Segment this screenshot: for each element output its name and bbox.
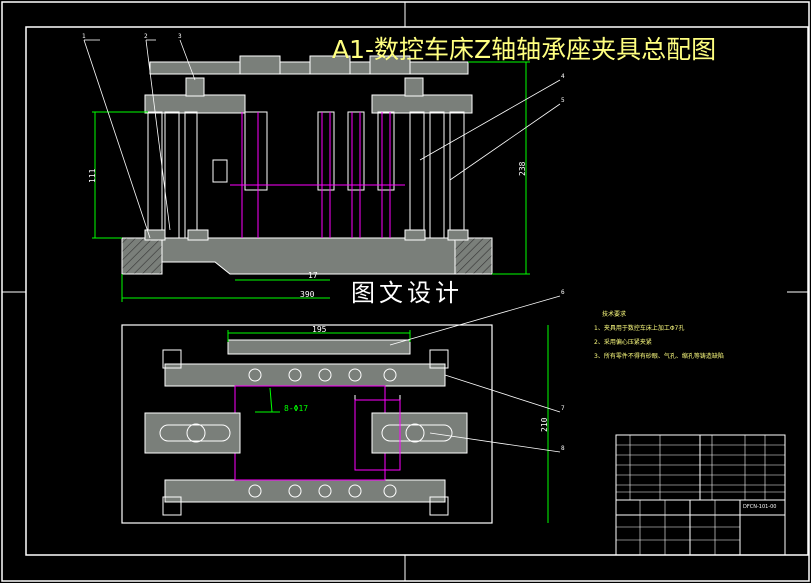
callout-6: 6 <box>561 289 565 296</box>
plan-outline <box>121 324 493 524</box>
right-clamp-slot <box>371 412 468 454</box>
callout-8: 8 <box>561 445 565 452</box>
callout-4: 4 <box>561 73 565 80</box>
callout-1: 1 <box>82 33 86 40</box>
dim-hole-spec: 8-Φ17 <box>284 404 309 413</box>
note-item: 3、所有零件不得有砂眼、气孔、缩孔等铸造缺陷 <box>594 353 724 360</box>
title-block <box>615 434 786 556</box>
drawing-frame <box>25 26 809 556</box>
plan-rail-top <box>164 363 446 387</box>
dim-width-total: 390 <box>300 290 315 299</box>
callout-5: 5 <box>561 97 565 104</box>
plan-rail-bottom <box>164 479 446 503</box>
watermark-label: 图文设计 <box>330 276 484 310</box>
left-upper-block <box>144 94 246 114</box>
dim-plan-height: 210 <box>540 417 549 432</box>
front-view <box>83 39 561 302</box>
dim-top-width: 195 <box>312 325 327 334</box>
base-section-right <box>454 237 493 275</box>
notes-heading: 技术要求 <box>602 311 627 318</box>
drawing-title: A1-数控车床Z轴轴承座夹具总配图 <box>332 35 717 64</box>
plan-view <box>121 295 561 524</box>
base-plate <box>121 237 493 275</box>
right-upper-block <box>371 94 473 114</box>
callout-2: 2 <box>144 33 148 40</box>
title-block-code: DFCN-101-00 <box>743 504 777 510</box>
technical-notes: 技术要求 1、夹具用于数控车床上加工Φ7孔 2、采用偏心压紧夹紧 3、所有零件不… <box>594 308 724 364</box>
plan-top-strip <box>227 339 411 355</box>
callout-3: 3 <box>178 33 182 40</box>
base-section <box>121 237 163 275</box>
dim-width-mid: 17 <box>308 271 318 280</box>
callout-7: 7 <box>561 405 565 412</box>
dim-height-right: 238 <box>518 161 527 176</box>
dim-height-left: 111 <box>88 168 97 183</box>
left-clamp-slot <box>144 412 241 454</box>
note-item: 2、采用偏心压紧夹紧 <box>594 339 652 346</box>
note-item: 1、夹具用于数控车床上加工Φ7孔 <box>594 325 685 332</box>
